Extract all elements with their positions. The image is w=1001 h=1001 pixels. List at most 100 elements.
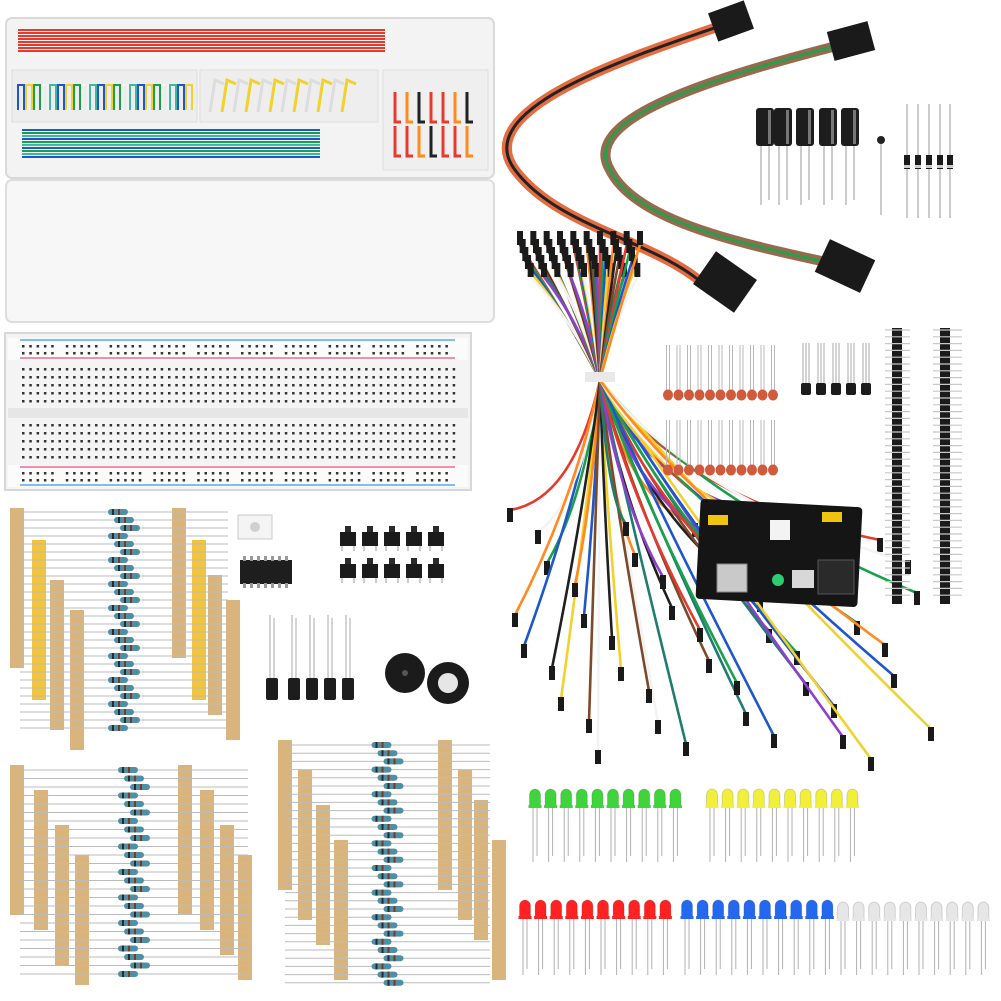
breadboard-hole <box>211 456 215 459</box>
breadboard-hole <box>372 392 375 395</box>
breadboard-hole <box>299 448 302 451</box>
breadboard-hole <box>73 448 76 451</box>
rail-hole <box>80 479 83 482</box>
ic-chip-pins <box>243 556 288 588</box>
resistor-band <box>124 693 126 699</box>
rail-hole <box>255 345 259 348</box>
breadboard-hole <box>131 424 134 427</box>
rail-hole <box>343 352 346 355</box>
breadboard-hole <box>124 376 127 379</box>
breadboard-hole <box>401 368 405 371</box>
breadboard-hole <box>401 400 405 403</box>
resistor-band <box>112 509 114 515</box>
box-small-wire <box>465 92 473 124</box>
breadboard-hole <box>80 424 83 427</box>
rail-hole <box>138 472 142 475</box>
breadboard-hole <box>299 432 302 435</box>
breadboard-hole <box>197 392 200 395</box>
breadboard-hole <box>262 440 266 443</box>
breadboard-hole <box>372 448 375 451</box>
breadboard-hole <box>153 440 156 443</box>
rail-hole <box>43 345 47 348</box>
rail-hole <box>197 345 200 348</box>
breadboard-hole <box>189 376 193 379</box>
rail-hole <box>160 352 164 355</box>
breadboard-holes <box>22 345 456 482</box>
breadboard-hole <box>65 400 69 403</box>
breadboard-hole <box>445 432 448 435</box>
breadboard-hole <box>219 424 222 427</box>
breadboard-hole <box>284 400 288 403</box>
rail-hole <box>241 472 244 475</box>
breadboard-hole <box>277 440 280 443</box>
breadboard-hole <box>36 440 40 443</box>
breadboard-hole <box>58 448 61 451</box>
breadboard-hole <box>241 456 244 459</box>
rail-hole <box>270 472 273 475</box>
rail-hole <box>73 479 76 482</box>
breadboard-hole <box>248 400 251 403</box>
box-short-wire <box>177 84 185 110</box>
led-lens <box>696 899 709 919</box>
rail-hole <box>175 479 178 482</box>
dupont-pin-bottom <box>646 689 652 703</box>
breadboard-hole <box>175 368 178 371</box>
dupont-wire <box>598 243 702 632</box>
box-mid-wire <box>340 77 357 113</box>
breadboard-hole <box>335 384 339 387</box>
breadboard-hole <box>189 384 193 387</box>
breadboard-hole <box>452 392 456 395</box>
dupont-pin-bottom <box>535 530 541 544</box>
resistor-band <box>118 509 120 515</box>
resistor-band <box>124 589 126 595</box>
breadboard-hole <box>65 448 69 451</box>
push-button-cap <box>433 558 439 564</box>
dupont-pin-bottom <box>914 591 920 605</box>
resistor-band <box>381 865 384 871</box>
ic-pin <box>250 583 253 588</box>
rail-hole <box>423 352 426 355</box>
breadboard-hole <box>43 432 47 435</box>
breadboard-hole <box>73 384 76 387</box>
breadboard-hole <box>306 368 310 371</box>
box-short-wire <box>113 84 121 110</box>
push-button-base <box>362 564 378 578</box>
breadboard-hole <box>350 368 353 371</box>
thermistor <box>877 136 885 144</box>
breadboard-hole <box>131 376 134 379</box>
breadboard-hole <box>138 392 142 395</box>
led-lens <box>743 899 756 919</box>
breadboard-hole <box>233 368 237 371</box>
rail-hole <box>430 352 434 355</box>
breadboard-hole <box>452 432 456 435</box>
breadboard-hole <box>131 384 134 387</box>
breadboard-hole <box>248 432 251 435</box>
rail-hole <box>328 472 332 475</box>
box-small-wire <box>393 92 401 124</box>
breadboard-hole <box>87 392 91 395</box>
led-rim <box>680 916 694 919</box>
breadboard-hole <box>314 368 317 371</box>
rail-hole <box>270 479 273 482</box>
diode-band <box>904 165 910 168</box>
breadboard-hole <box>387 448 390 451</box>
breadboard-hole <box>22 440 25 443</box>
push-button-cap <box>345 526 351 532</box>
breadboard-hole <box>160 432 164 435</box>
ceramic-capacitor <box>705 464 715 476</box>
breadboard-hole <box>343 432 346 435</box>
rail-hole <box>124 479 127 482</box>
led-rim <box>752 805 766 808</box>
breadboard-hole <box>189 448 193 451</box>
breadboard-hole <box>182 368 186 371</box>
breadboard-hole <box>423 424 426 427</box>
breadboard-hole <box>299 456 302 459</box>
breadboard-hole <box>379 400 383 403</box>
resistor-band <box>124 597 126 603</box>
resistor-band <box>112 605 114 611</box>
rail-hole <box>401 352 405 355</box>
dupont-pin-top <box>567 263 574 277</box>
box-small-wire <box>453 92 461 124</box>
rail-hole <box>350 472 353 475</box>
breadboard-hole <box>394 448 397 451</box>
